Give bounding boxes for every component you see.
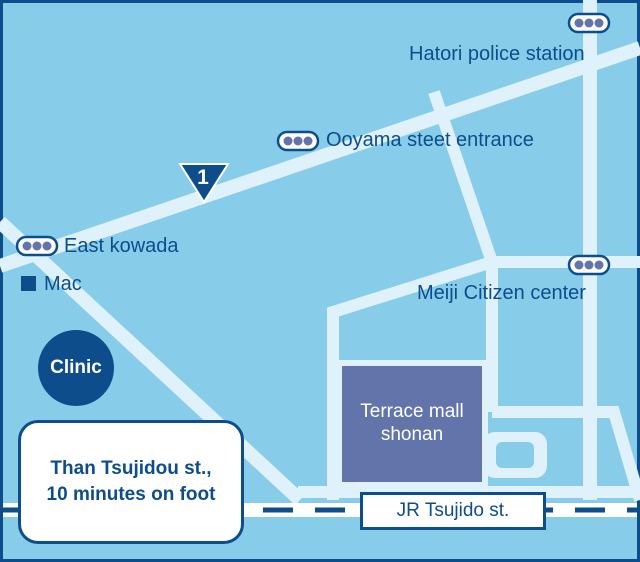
station-label: JR Tsujido st. bbox=[396, 500, 510, 521]
jr-tsujido-station: JR Tsujido st. bbox=[360, 492, 546, 530]
southeast-road bbox=[492, 406, 640, 502]
route-1-road bbox=[0, 41, 640, 273]
route-marker-icon bbox=[178, 163, 230, 204]
hatori-police-station-label: Hatori police station bbox=[409, 43, 585, 65]
east-kowada-label: East kowada bbox=[64, 235, 179, 257]
clinic-marker: Clinic bbox=[38, 330, 114, 406]
traffic-light-icon bbox=[15, 235, 59, 257]
mall-label-line1: Terrace mall bbox=[360, 401, 464, 423]
mall-loop-road bbox=[327, 256, 494, 500]
mac-label: Mac bbox=[44, 273, 82, 295]
route-number: 1 bbox=[197, 166, 209, 189]
callout-line1: Than Tsujidou st., bbox=[50, 458, 212, 480]
diagonal-road bbox=[0, 216, 305, 506]
traffic-light-icon bbox=[567, 254, 611, 276]
roundabout-center bbox=[496, 442, 534, 468]
callout-line2: 10 minutes on foot bbox=[46, 484, 216, 505]
traffic-light-icon bbox=[276, 130, 320, 152]
clinic-label: Clinic bbox=[50, 357, 102, 378]
roads bbox=[0, 0, 640, 506]
meiji-citizen-center-label: Meiji Citizen center bbox=[417, 282, 586, 304]
store-square-icon bbox=[21, 276, 36, 291]
walking-time-callout: Than Tsujidou st., 10 minutes on foot bbox=[18, 420, 244, 544]
mall-building bbox=[342, 366, 482, 482]
ooyama-entrance-label: Ooyama steet entrance bbox=[326, 129, 534, 151]
traffic-light-icon bbox=[567, 12, 611, 34]
mall-label-line2: shonan bbox=[380, 424, 444, 445]
terrace-mall-shonan: Terrace mall shonan bbox=[342, 366, 482, 482]
north-road bbox=[428, 90, 498, 264]
